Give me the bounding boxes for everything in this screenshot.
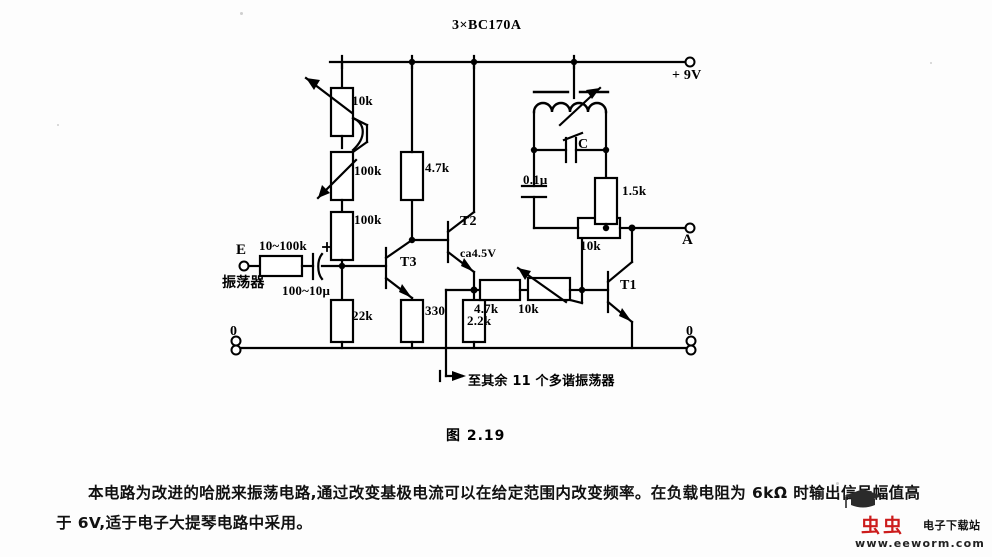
- resistor-label-100k-pot: 100k: [354, 163, 382, 178]
- scan-speck: [57, 124, 59, 126]
- transistor-label-t3: T3: [400, 255, 417, 270]
- ground-left-label: 0: [230, 324, 238, 339]
- input-source-label: 振荡器: [222, 275, 265, 291]
- capacitor-label-tuning: C: [578, 137, 589, 152]
- description-paragraph: 本电路为改进的哈脱来振荡电路,通过改变基极电流可以在给定范围内改变频率。在负载电…: [56, 484, 921, 532]
- scan-speck: [836, 482, 839, 485]
- capacitor-label-0u1: 0.1μ: [523, 172, 548, 187]
- resistor-label-330: 330: [425, 303, 446, 318]
- site-watermark: 虫虫 电子下载站 www.eeworm.com: [844, 489, 990, 555]
- watermark-worms-logo: 虫虫: [861, 515, 906, 537]
- resistor-label-22k: 22k: [352, 308, 373, 323]
- watermark-site-name: 电子下载站: [923, 519, 981, 532]
- resistor-label-10k-top: 10k: [352, 93, 373, 108]
- graduation-cap-icon: [844, 489, 882, 508]
- figure-caption: 图 2.19: [446, 428, 506, 444]
- resistor-label-100k: 100k: [354, 212, 382, 227]
- watermark-url: www.eeworm.com: [855, 537, 986, 550]
- circuit-schematic: [230, 54, 697, 383]
- resistor-label-10k-feedback: 10k: [580, 238, 601, 253]
- figure-title: 3×BC170A: [452, 18, 522, 33]
- resistor-label-input: 10~100k: [259, 238, 307, 253]
- ground-right-label: 0: [686, 324, 694, 339]
- input-terminal-label: E: [236, 242, 247, 258]
- branch-note-label: 至其余 11 个多谐振荡器: [468, 374, 615, 389]
- transistor-label-t2: T2: [460, 214, 477, 229]
- output-terminal-label: A: [682, 232, 694, 248]
- resistor-label-1k5: 1.5k: [622, 183, 647, 198]
- scan-speck: [930, 62, 932, 64]
- resistor-label-4k7-base: 4.7k: [474, 301, 499, 316]
- scan-speck: [240, 12, 243, 15]
- resistor-label-2k2: 2.2k: [467, 313, 492, 328]
- capacitor-label-input: 100~10μ: [282, 283, 331, 298]
- resistor-label-10k-base: 10k: [518, 301, 539, 316]
- transistor-label-t1: T1: [620, 278, 637, 293]
- resistor-label-4k7-top: 4.7k: [425, 160, 450, 175]
- supply-terminal-label: + 9V: [672, 68, 702, 83]
- bias-voltage-label: ca4.5V: [460, 246, 497, 260]
